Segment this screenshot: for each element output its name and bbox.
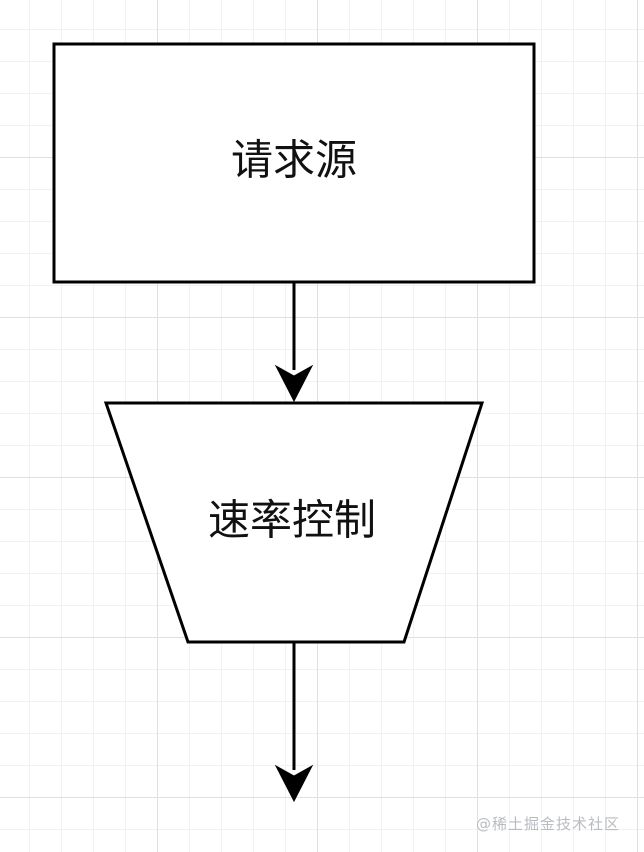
watermark: @稀土掘金技术社区 (475, 815, 620, 833)
node-request-source-label: 请求源 (231, 136, 357, 185)
node-rate-control-shape (103, 401, 485, 644)
node-rate-control-label: 速率控制 (208, 496, 376, 545)
edge-rate-control-out (274, 642, 314, 803)
node-request-source[interactable]: 请求源 (52, 42, 536, 284)
edge-source-to-rate-control-arrowhead (274, 364, 314, 403)
node-request-source-shape (52, 42, 536, 284)
edge-rate-control-out-arrowhead (274, 764, 314, 803)
edge-source-to-rate-control (274, 282, 314, 403)
node-rate-control[interactable]: 速率控制 (103, 401, 485, 644)
